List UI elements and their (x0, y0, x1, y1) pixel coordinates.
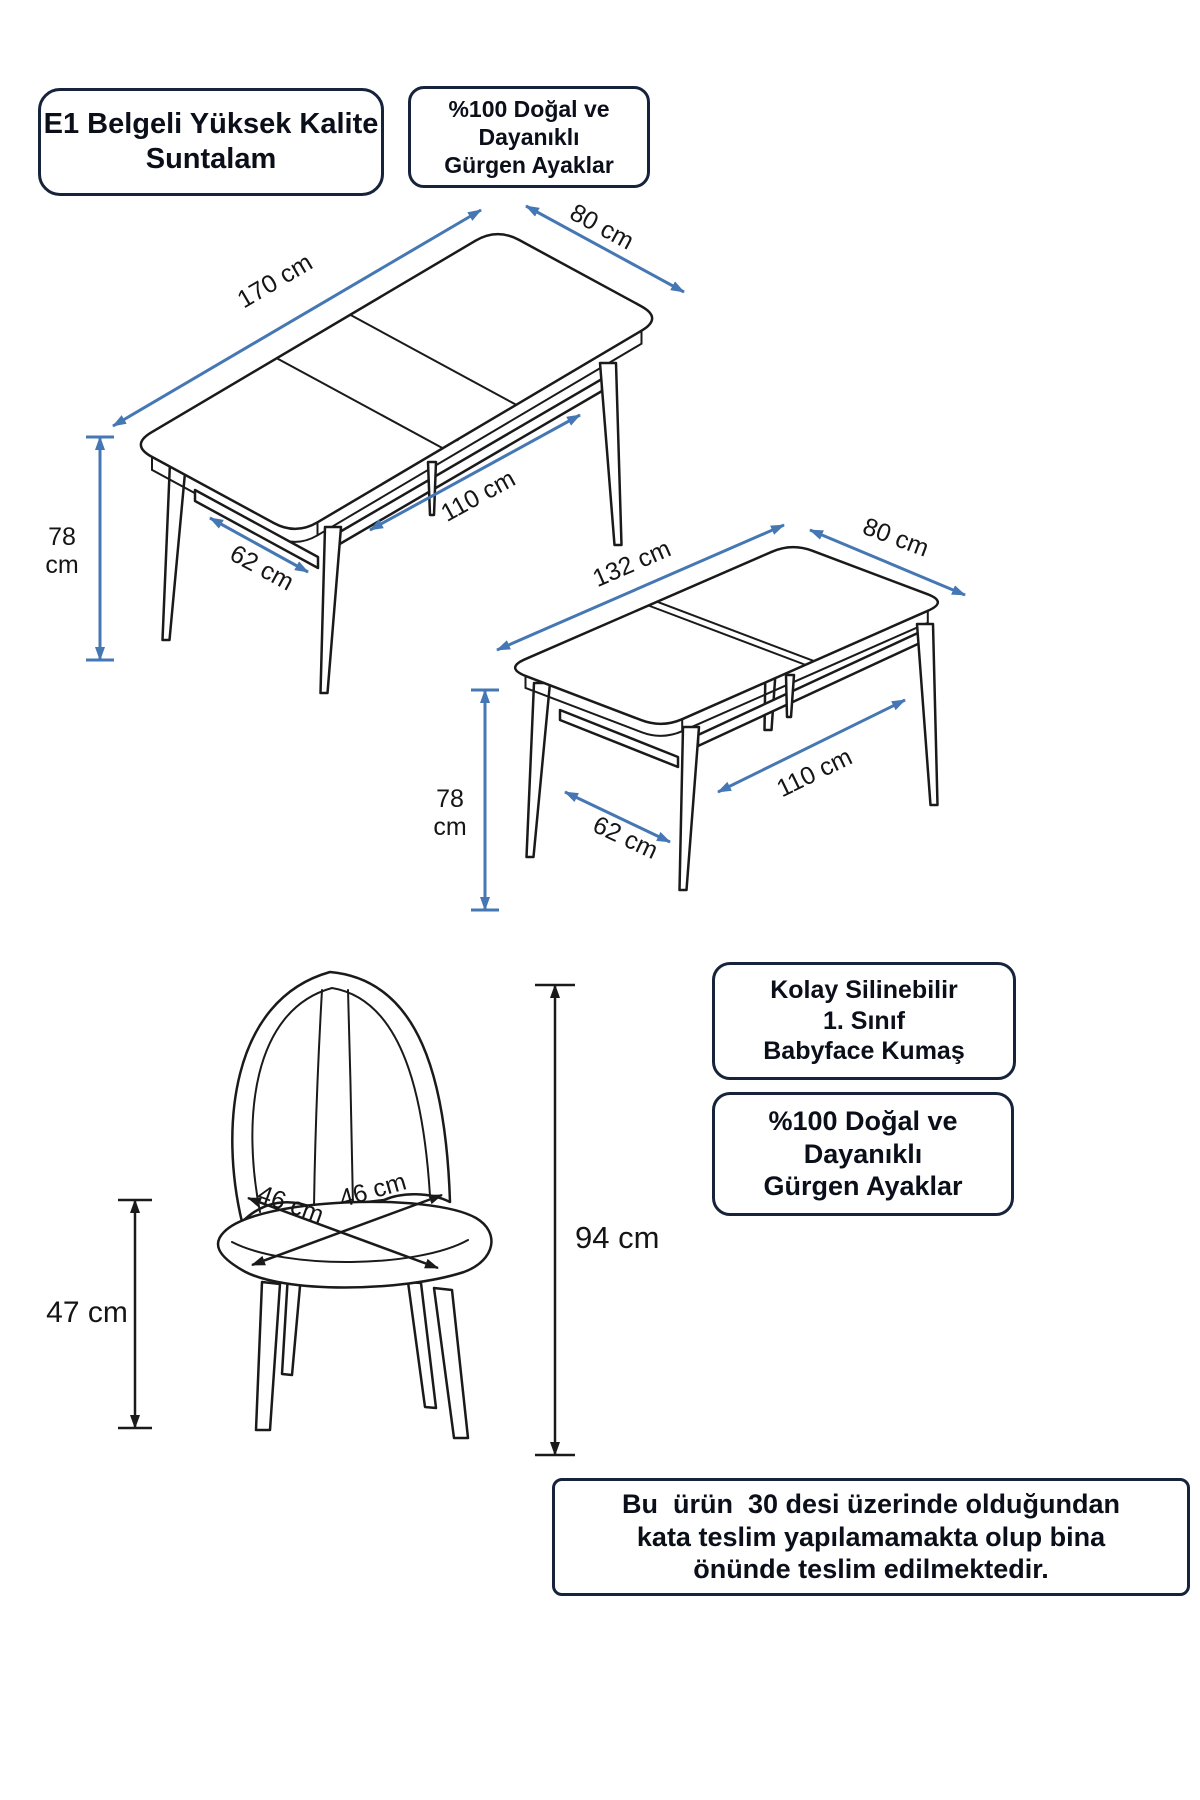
table-closed-top (513, 545, 940, 737)
dim-line-inner-length (717, 698, 906, 794)
dim-line-seat-width (251, 1193, 443, 1267)
shipping-note-line1: Bu ürün 30 desi üzerinde olduğundan (621, 1488, 1121, 1519)
badge-beech-bottom-line3: Gürgen Ayaklar (763, 1171, 963, 1202)
table-closed-front-legs (678, 622, 939, 892)
dim-label-length: 170 cm (233, 248, 318, 314)
dim-label-height-unit: cm (45, 551, 78, 579)
dim-line-width (809, 528, 966, 597)
badge-fabric-line3: Babyface Kumaş (763, 1037, 965, 1066)
backrest-seam-left (313, 989, 323, 1207)
badge-beech-top-line3: Gürgen Ayaklar (444, 152, 614, 179)
dim-line-length (112, 208, 482, 428)
badge-material-line1: E1 Belgeli Yüksek Kalite (43, 107, 379, 140)
badge-beech-legs-top: %100 Doğal ve Dayanıklı Gürgen Ayaklar (408, 86, 650, 188)
badge-fabric-line1: Kolay Silinebilir (770, 976, 958, 1005)
dim-label-inner-length: 110 cm (772, 743, 856, 803)
chair-backrest (231, 970, 452, 1224)
dim-label-seat-height: 47 cm (46, 1296, 128, 1329)
dim-line-inner-length (369, 413, 581, 532)
dim-label-height-value: 78 (48, 523, 76, 551)
dim-line-leg-spacing (209, 516, 309, 574)
shipping-note-line2: kata teslim yapılamamakta olup bina (636, 1521, 1106, 1552)
dim-label-height-unit: cm (433, 813, 466, 841)
table-open-drawing: 170 cm 80 cm 78 cm 62 cm 110 cm (45, 198, 685, 695)
badge-beech-bottom-line2: Dayanıklı (803, 1138, 923, 1169)
dim-line-length (496, 523, 785, 652)
badge-beech-bottom-line1: %100 Doğal ve (768, 1105, 958, 1136)
badge-material-line2: Suntalam (145, 143, 277, 175)
table-closed-center-support (784, 673, 796, 719)
chair-drawing: 94 cm 47 cm 46 cm 46 cm (46, 970, 659, 1457)
dim-label-height-value: 78 (436, 785, 464, 813)
shipping-note-line3: önünde teslim edilmektedir. (693, 1554, 1049, 1585)
badge-beech-top-line1: %100 Doğal ve (448, 95, 610, 122)
backrest-seam-right (347, 989, 354, 1207)
table-open-top (139, 232, 654, 543)
badge-fabric-line2: 1. Sınıf (823, 1006, 905, 1035)
badge-fabric: Kolay Silinebilir 1. Sınıf Babyface Kuma… (712, 962, 1016, 1080)
table-closed-drawing: 132 cm 80 cm 78 cm 62 cm 110 cm (433, 512, 966, 912)
dim-line-leg-spacing (564, 790, 671, 844)
chair-legs (254, 1272, 470, 1440)
badge-beech-top-line2: Dayanıklı (478, 123, 580, 150)
dim-label-length: 132 cm (589, 534, 675, 592)
badge-material-quality: E1 Belgeli Yüksek Kalite Suntalam (38, 88, 384, 196)
badge-beech-legs-bottom: %100 Doğal ve Dayanıklı Gürgen Ayaklar (712, 1092, 1014, 1216)
chair-seat (216, 1200, 493, 1289)
shipping-note: Bu ürün 30 desi üzerinde olduğundan kata… (552, 1478, 1190, 1596)
dim-label-leg-spacing: 62 cm (589, 811, 663, 865)
dim-line-width (525, 204, 685, 294)
dim-label-total-height: 94 cm (575, 1220, 659, 1255)
